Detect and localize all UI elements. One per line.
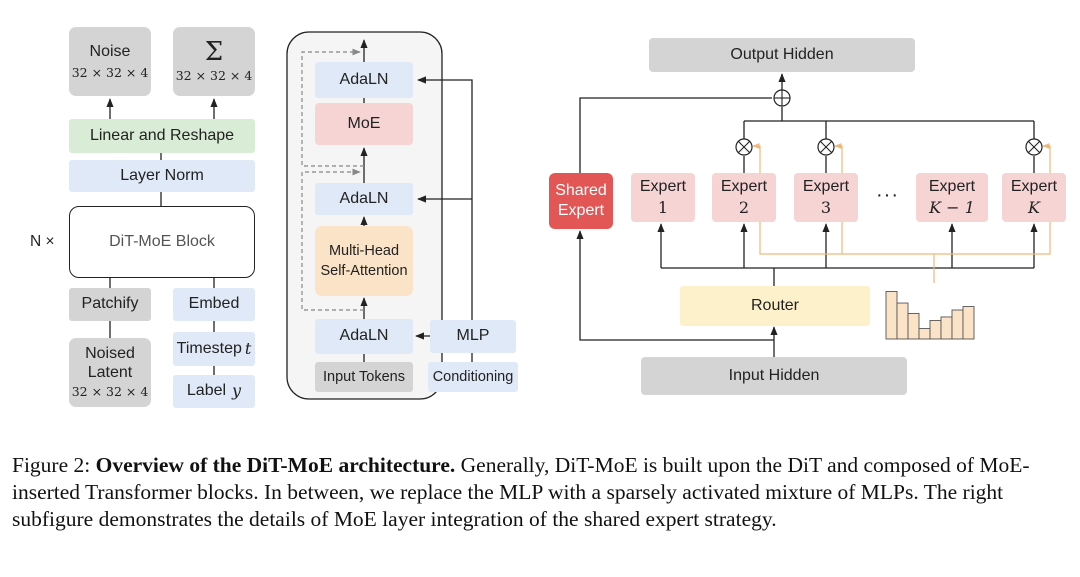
mhsa-line2: Self-Attention [320,262,408,279]
n-times-label: N × [30,233,55,250]
caption-body: Generally, DiT-MoE is built upon the DiT… [12,453,1030,531]
moe-layer: MoE [315,103,413,145]
patchify-layer: Patchify [69,288,151,321]
input-hidden-label: Input Hidden [728,366,820,384]
noised-latent-input: Noised Latent 32 × 32 × 4 [69,338,151,407]
expert-k: Expert K [1002,173,1066,222]
shared-expert: Shared Expert [549,173,613,229]
expert-2-word: Expert [720,178,768,196]
router-label: Router [750,296,800,314]
histogram-bar [929,319,942,340]
input-tokens: Input Tokens [315,362,413,392]
timestep-label: Timestep [176,339,242,357]
moe-label: MoE [347,114,381,132]
histogram-bar [896,302,909,340]
histogram-bar [918,328,931,340]
label-label: Label [186,382,227,400]
timestep-input: Timestep t [173,332,255,366]
dit-moe-block: DiT-MoE Block [69,206,255,278]
noised-latent-line1: Noised [85,345,135,363]
adaln-mid-label: AdaLN [339,189,389,207]
expert-3-index: 3 [820,197,832,217]
adaln-top: AdaLN [315,62,413,98]
noise-output: Noise 32 × 32 × 4 [69,27,151,96]
sigma-output: Σ 32 × 32 × 4 [173,27,255,96]
expert-k-minus-1-index: K − 1 [929,197,975,217]
expert-1-word: Expert [639,178,687,196]
histogram-bar [907,313,920,340]
mlp-layer: MLP [430,320,516,353]
multi-head-self-attention: Multi-Head Self-Attention [315,226,413,296]
input-tokens-label: Input Tokens [323,368,405,385]
histogram-bar [962,306,975,340]
linear-reshape-layer: Linear and Reshape [69,119,255,153]
embed-layer: Embed [173,288,255,321]
layer-norm-layer: Layer Norm [69,160,255,192]
linear-reshape-label: Linear and Reshape [89,126,235,144]
output-hidden-label: Output Hidden [730,45,834,63]
noised-latent-dim: 32 × 32 × 4 [71,384,149,400]
patchify-label: Patchify [81,295,139,313]
shared-expert-line1: Shared [555,181,607,199]
timestep-var: t [244,338,252,358]
conditioning-label: Conditioning [432,368,514,385]
conditioning-input: Conditioning [428,362,518,392]
sigma-dim: 32 × 32 × 4 [175,68,253,84]
label-input: Label y [173,375,255,408]
histogram-bar [885,290,898,340]
router-histogram [885,290,975,340]
expert-3: Expert 3 [794,173,858,222]
adaln-bottom-label: AdaLN [339,327,389,345]
adaln-bottom: AdaLN [315,319,413,354]
caption-prefix: Figure 2: [12,453,96,477]
layer-norm-label: Layer Norm [120,166,204,184]
expert-3-word: Expert [802,178,850,196]
dit-moe-block-label: DiT-MoE Block [109,232,215,250]
noise-label: Noise [89,43,131,61]
expert-k-word: Expert [1010,178,1058,196]
expert-2: Expert 2 [712,173,776,222]
expert-1: Expert 1 [631,173,695,222]
mlp-label: MLP [456,327,490,345]
expert-k-minus-1-word: Expert [928,178,976,196]
expert-1-index: 1 [657,197,669,217]
router: Router [680,286,870,326]
noised-latent-line2: Latent [87,363,133,381]
adaln-top-label: AdaLN [339,70,389,88]
histogram-bar [951,309,964,340]
embed-label: Embed [188,295,240,313]
output-hidden: Output Hidden [649,38,915,72]
histogram-bar [940,316,953,340]
expert-2-index: 2 [738,197,750,217]
experts-ellipsis: ··· [876,184,899,206]
expert-k-index: K [1028,197,1040,217]
shared-expert-line2: Expert [557,202,605,219]
label-var: y [232,381,242,401]
noise-dim: 32 × 32 × 4 [71,64,149,80]
input-hidden: Input Hidden [641,357,907,395]
figure-caption: Figure 2: Overview of the DiT-MoE archit… [12,452,1072,533]
expert-k-minus-1: Expert K − 1 [916,173,988,222]
mhsa-line1: Multi-Head [328,242,400,259]
caption-title: Overview of the DiT-MoE architecture. [95,453,456,477]
adaln-mid: AdaLN [315,183,413,215]
sigma-label: Σ [204,37,224,68]
